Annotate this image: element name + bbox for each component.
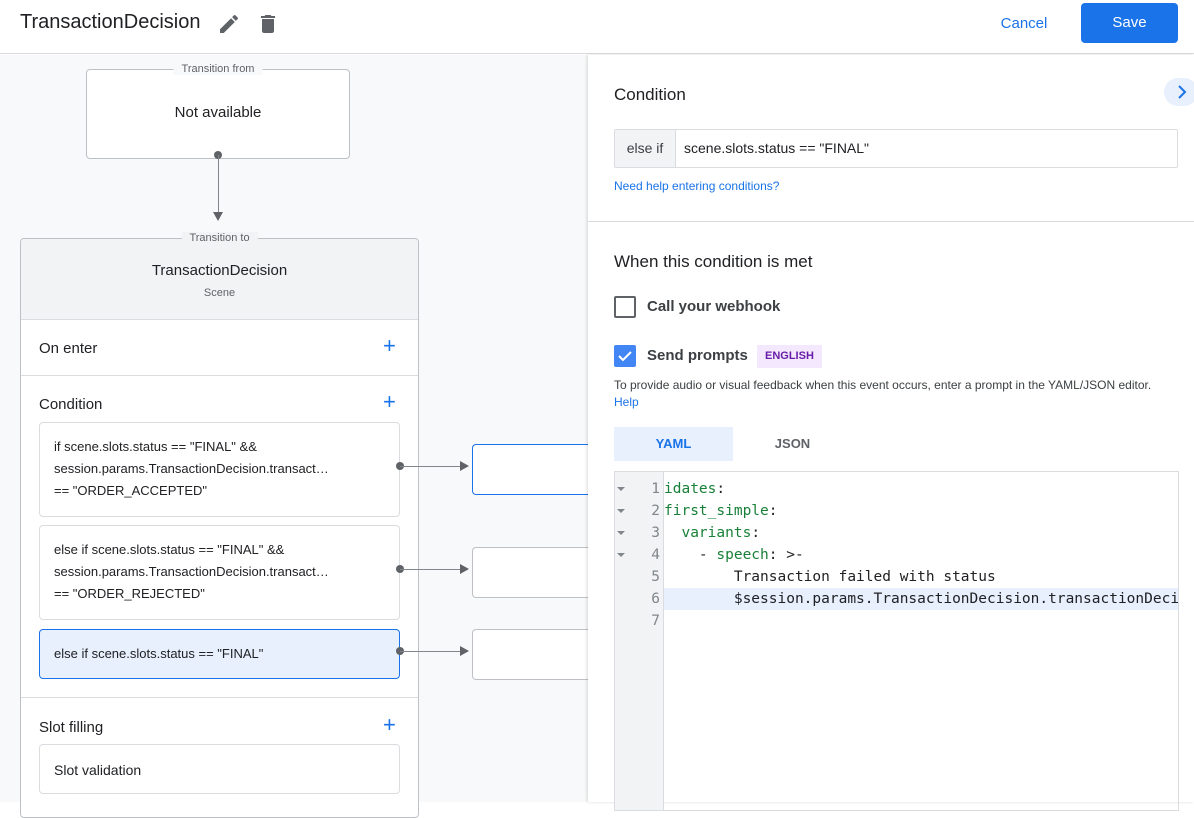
target-scene-box[interactable] [472,629,588,680]
scene-name: TransactionDecision [151,262,288,279]
fold-arrow-icon[interactable] [617,531,625,535]
webhook-checkbox[interactable] [614,296,636,318]
collapse-panel-button[interactable] [1164,78,1194,106]
editor-line: 4 - speech: >- [615,544,1178,566]
tab-yaml[interactable]: YAML [614,427,733,461]
connector-line [218,155,219,213]
condition-line: if scene.slots.status == "FINAL" && [54,439,257,454]
condition-line: session.params.TransactionDecision.trans… [54,564,329,579]
condition-input-group: else if scene.slots.status == "FINAL" [614,129,1178,168]
editor-line: 3 variants: [615,522,1178,544]
arrow-right-icon [460,564,469,574]
scene-header[interactable]: Transition to TransactionDecision Scene [21,232,418,320]
line-text: idates: [664,481,726,497]
send-prompts-label: Send prompts [647,347,748,364]
target-scene-box[interactable] [472,444,588,495]
fold-arrow-icon[interactable] [617,487,625,491]
slot-filling-label: Slot filling [39,719,104,736]
fold-arrow-icon[interactable] [617,509,625,513]
condition-line: == "ORDER_REJECTED" [54,586,205,601]
condition-card[interactable]: else if scene.slots.status == "FINAL" &&… [39,525,400,620]
prompt-help: To provide audio or visual feedback when… [614,378,1152,392]
condition-help-link[interactable]: Need help entering conditions? [614,179,780,193]
condition-prefix: else if [615,130,676,167]
trash-icon[interactable] [256,12,280,36]
slot-filling-section: Slot filling + Slot validation [21,698,418,808]
condition-line: == "ORDER_ACCEPTED" [54,483,207,498]
line-number: 6 [651,591,660,607]
scene-box: Transition to TransactionDecision Scene … [20,232,419,818]
prompt-help-link[interactable]: Help [614,395,639,409]
condition-title: Condition [614,85,686,104]
condition-card[interactable]: if scene.slots.status == "FINAL" && sess… [39,422,400,517]
editor-line: 7 [615,610,1178,632]
scene-type: Scene [203,287,236,299]
connector-line [400,569,462,570]
save-button[interactable]: Save [1081,3,1178,43]
check-icon [618,351,632,362]
condition-section: Condition + if scene.slots.status == "FI… [21,376,418,698]
chevron-right-icon [1178,85,1187,99]
line-number: 7 [651,613,660,629]
add-slot-icon[interactable]: + [383,712,396,737]
condition-line: session.params.TransactionDecision.trans… [54,461,329,476]
line-number: 5 [651,569,660,585]
prompt-help-text: To provide audio or visual feedback when… [614,377,1174,411]
line-number: 2 [651,503,660,519]
line-text: Transaction failed with status [664,569,996,585]
condition-card-selected[interactable]: else if scene.slots.status == "FINAL" [39,629,400,679]
top-bar: TransactionDecision Cancel Save [0,0,1194,54]
condition-input[interactable]: scene.slots.status == "FINAL" [684,140,870,156]
transition-from-value: Not available [174,104,262,121]
on-enter-section[interactable]: On enter + [21,320,418,376]
arrow-right-icon [460,646,469,656]
line-number: 3 [651,525,660,541]
line-number: 4 [651,547,660,563]
condition-label: Condition [39,396,103,413]
pencil-icon[interactable] [217,12,241,36]
editor-line: 6 $session.params.TransactionDecision.tr… [615,588,1179,610]
slot-validation-card[interactable]: Slot validation [39,744,400,794]
transition-from-box: Transition from Not available [86,63,350,159]
line-text: variants: [681,525,761,541]
tab-json[interactable]: JSON [774,436,811,451]
line-text: first_simple: [664,503,778,519]
editor-gutter [615,472,664,810]
target-scene-box[interactable] [472,547,588,598]
cancel-button[interactable]: Cancel [984,6,1064,42]
add-on-enter-icon[interactable]: + [383,333,396,358]
webhook-label: Call your webhook [647,298,781,315]
language-badge: ENGLISH [757,345,822,368]
when-met-title: When this condition is met [614,252,813,271]
transition-to-legend: Transition to [181,232,258,244]
line-text: $session.params.TransactionDecision.tran… [664,591,1179,607]
editor-line: 5 Transaction failed with status [615,566,1178,588]
condition-line: else if scene.slots.status == "FINAL" [54,646,264,661]
connector-line [400,651,462,652]
condition-line: else if scene.slots.status == "FINAL" && [54,542,285,557]
add-condition-icon[interactable]: + [383,389,396,414]
flow-canvas[interactable]: Transition from Not available Transition… [0,55,588,818]
line-number: 1 [651,481,660,497]
on-enter-label: On enter [39,340,98,357]
arrow-right-icon [460,461,469,471]
send-prompts-checkbox[interactable] [614,345,636,367]
arrow-down-icon [213,212,223,221]
fold-arrow-icon[interactable] [617,553,625,557]
line-text: - speech: >- [664,547,804,563]
connector-line [400,466,462,467]
transition-from-legend: Transition from [173,63,263,75]
page-title: TransactionDecision [20,11,201,33]
condition-panel: Condition else if scene.slots.status == … [588,55,1194,811]
divider [588,221,1194,222]
